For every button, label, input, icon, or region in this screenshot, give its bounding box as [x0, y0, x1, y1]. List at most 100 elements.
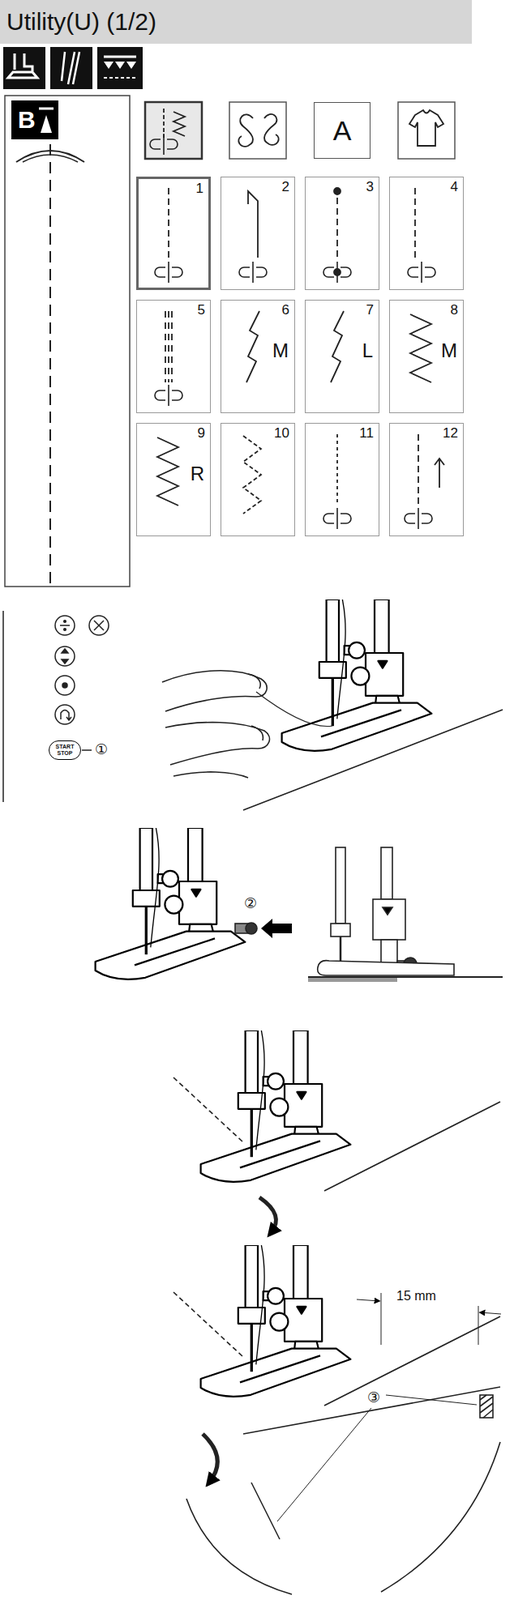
toolbar-icon — [61, 51, 80, 85]
stitch-symbol — [248, 191, 258, 258]
dimension-line — [478, 1306, 480, 1346]
stitch-preview-panel — [11, 100, 59, 140]
stitch-symbol — [154, 311, 183, 407]
control-panel — [60, 711, 72, 722]
control-panel — [3, 611, 109, 803]
needle-position-indicator: B — [11, 100, 59, 140]
stitch-symbol — [246, 311, 260, 383]
sewing-sequence — [173, 1078, 244, 1144]
stitch-mode-letter: M — [272, 341, 289, 361]
stitch-symbol — [323, 434, 352, 530]
stitch-button: 3 — [304, 176, 380, 291]
stitch-button: 7L — [304, 299, 380, 414]
stitch-number: 4 — [450, 179, 459, 194]
stitch-button: 5 — [136, 299, 211, 414]
stitch-symbol — [414, 188, 416, 258]
stitch-symbol — [323, 508, 352, 530]
stitch-symbol — [243, 436, 262, 514]
toolbar-icon — [103, 61, 137, 69]
stitch-symbol — [330, 311, 344, 383]
stitch-symbol — [239, 191, 267, 283]
stitch-number: 3 — [366, 179, 374, 194]
side-view — [382, 908, 393, 916]
callout-number: ② — [243, 896, 258, 912]
control-panel — [64, 621, 67, 624]
stitch-preview-panel — [38, 107, 54, 111]
stitch-number: 8 — [450, 303, 459, 317]
hand-threading-view — [248, 674, 261, 690]
stitch-symbol — [330, 311, 344, 383]
control-panel — [81, 749, 92, 752]
stitch-symbol — [407, 188, 436, 283]
stitch-number: 6 — [282, 303, 290, 317]
sewing-sequence — [201, 1031, 352, 1183]
toolbar-icon — [3, 47, 46, 90]
stitch-preview-panel — [40, 115, 52, 133]
control-panel — [64, 629, 67, 632]
side-view — [330, 924, 351, 938]
stitch-symbol — [323, 188, 352, 283]
hand-threading-view — [282, 599, 433, 752]
category-tab — [173, 111, 185, 137]
stitch-number: 1 — [196, 181, 204, 196]
stitch-symbol — [417, 434, 420, 505]
hand-threading-view — [165, 723, 270, 766]
category-tab: A — [313, 102, 371, 159]
foot-button-view — [245, 923, 257, 935]
stitch-symbol — [167, 188, 170, 258]
control-panel — [55, 616, 75, 636]
category-tab — [238, 114, 279, 147]
category-tab — [145, 102, 455, 159]
control-panel — [94, 621, 104, 631]
stitch-symbol — [434, 458, 445, 489]
stitch-symbol — [334, 269, 341, 276]
toolbar-icon — [8, 53, 38, 78]
dimension-line — [381, 1293, 382, 1346]
leader-line — [385, 1396, 477, 1406]
side-view — [335, 848, 346, 925]
hand-threading-view — [173, 772, 249, 779]
stitch-symbol — [410, 314, 432, 383]
sewing-sequence — [479, 1396, 493, 1419]
category-tab — [162, 108, 165, 138]
control-panel — [59, 625, 70, 627]
dimension-label: 15 mm — [395, 1290, 437, 1304]
control-panel — [62, 683, 68, 689]
category-tab — [409, 110, 444, 146]
stitch-symbol — [154, 188, 445, 530]
stitch-symbol — [154, 385, 183, 407]
dimension-line — [356, 1300, 380, 1303]
stitch-symbol — [336, 197, 339, 258]
foot-button-view — [95, 828, 292, 981]
stitch-preview-panel — [49, 144, 52, 584]
toolbar-icon — [103, 77, 137, 79]
stitch-preview-panel — [4, 95, 130, 587]
sewing-sequence — [173, 1031, 501, 1596]
sewing-sequence — [479, 1396, 493, 1419]
screen-title-bar: Utility(U) (1/2) — [0, 0, 472, 44]
stitch-number: 12 — [442, 426, 459, 441]
hand-threading-view — [162, 671, 267, 712]
category-tab — [229, 102, 287, 159]
stitch-button: 9R — [136, 423, 211, 537]
stitch-button: 4 — [389, 176, 464, 291]
sewing-sequence — [259, 1198, 276, 1234]
stitch-button: 1 — [136, 176, 211, 291]
stitch-number: 7 — [366, 303, 374, 317]
stitch-symbol — [243, 436, 262, 514]
side-view — [308, 848, 503, 983]
stitch-symbol — [336, 434, 339, 505]
screen-title: Utility(U) (1/2) — [6, 8, 157, 36]
category-tab — [145, 102, 202, 159]
side-view — [317, 961, 455, 977]
control-panel — [55, 705, 75, 725]
callout-number: ③ — [366, 1391, 382, 1406]
sewing-sequence — [251, 1483, 280, 1541]
stitch-symbol — [165, 311, 172, 383]
stitch-preview-panel — [4, 95, 130, 587]
callout-number: ① — [94, 742, 109, 758]
toolbar-icon — [3, 47, 143, 90]
sewing-sequence — [381, 1443, 501, 1594]
